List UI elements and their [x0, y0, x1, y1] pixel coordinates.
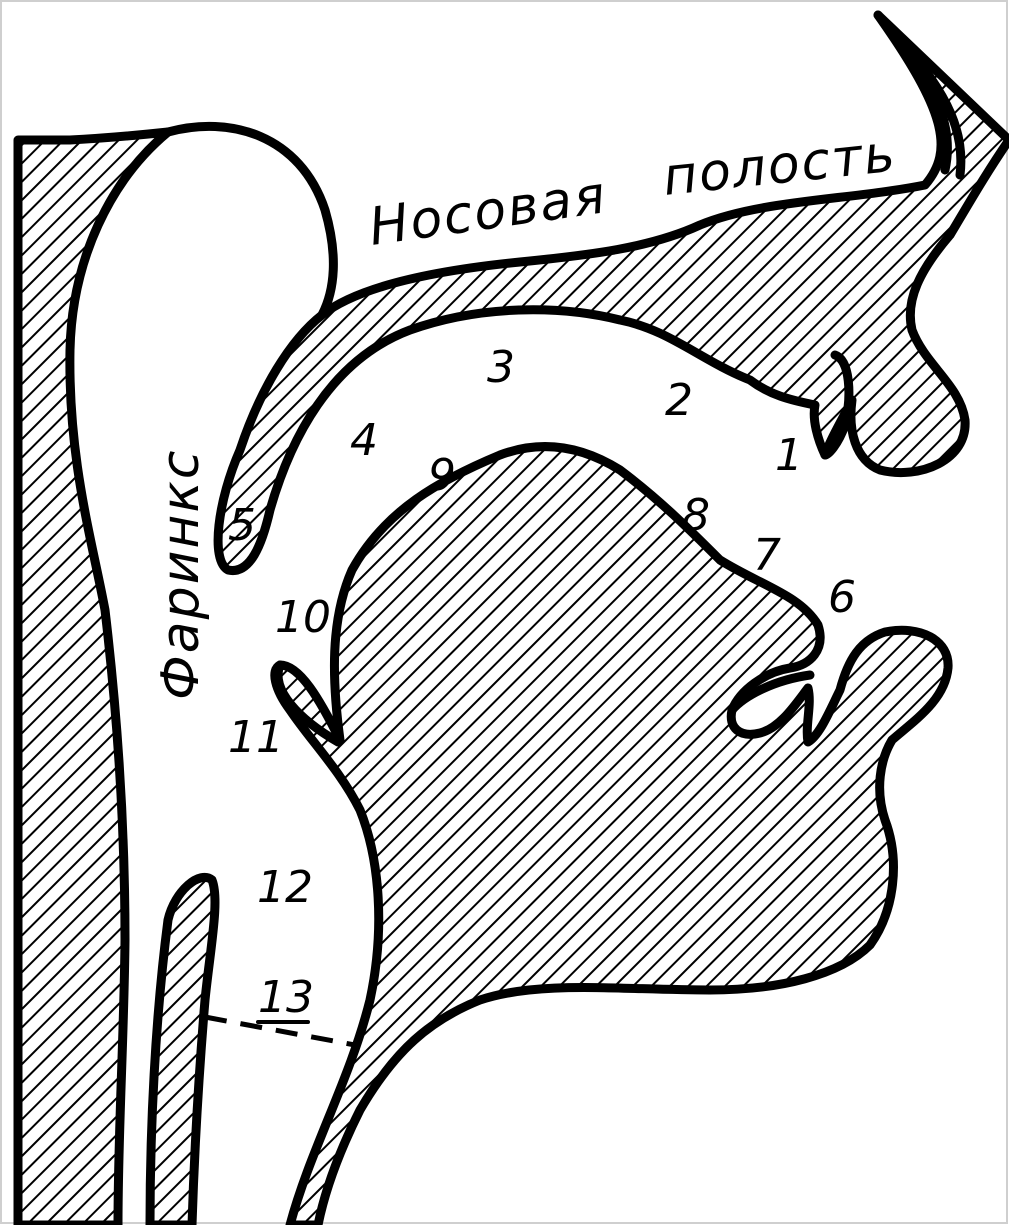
point-label-7: 7 [753, 530, 781, 581]
point-label-9: 9 [428, 450, 456, 501]
larynx-fold [150, 877, 215, 1225]
point-label-8: 8 [682, 490, 710, 541]
point-label-6: 6 [828, 572, 856, 623]
tongue-and-jaw [275, 447, 948, 1225]
point-label-11: 11 [228, 712, 284, 763]
point-label-1: 1 [775, 430, 803, 481]
point-label-5: 5 [228, 500, 256, 551]
nasal-cavity-label-word-1: Носовая [365, 165, 610, 258]
adenoid-pocket-outline [168, 126, 333, 315]
point-label-12: 12 [257, 862, 313, 913]
point-label-13: 13 [258, 972, 314, 1023]
point-label-10: 10 [275, 592, 331, 643]
pharynx-label: Фаринкс [151, 449, 211, 700]
point-label-2: 2 [665, 375, 693, 426]
point-label-3: 3 [487, 342, 515, 393]
point-label-4: 4 [350, 415, 378, 466]
pharyngeal-back-wall [18, 132, 168, 1225]
